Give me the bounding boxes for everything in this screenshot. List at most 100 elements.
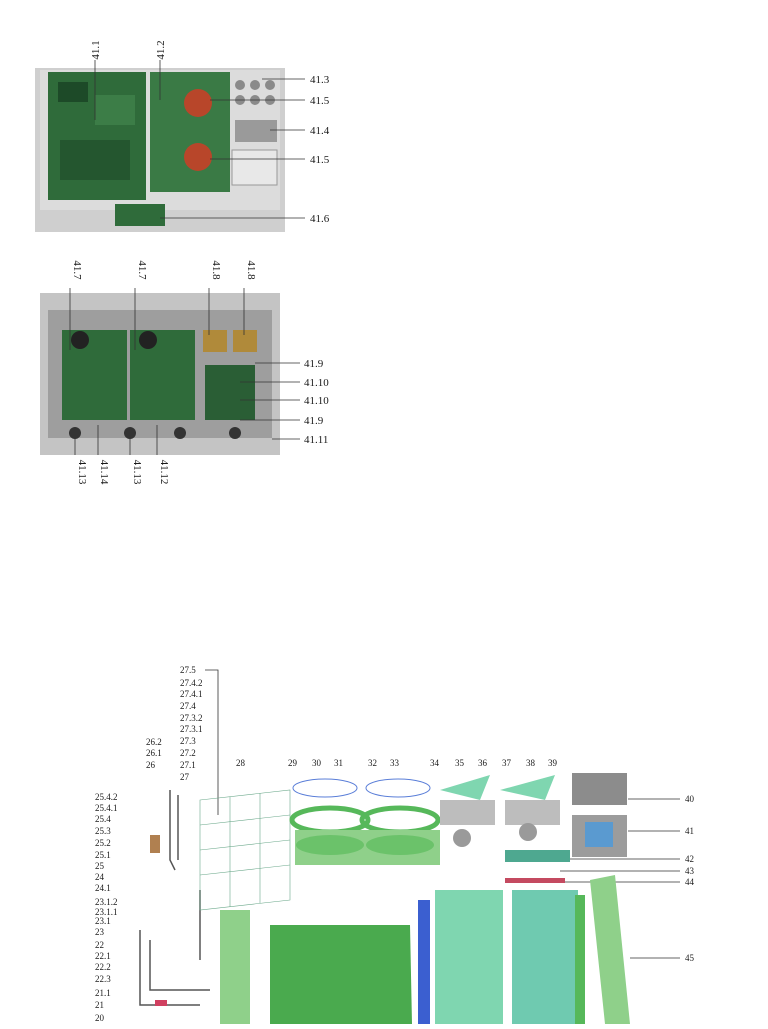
label-22-2: 22.2: [95, 962, 111, 972]
power-pcb: [205, 365, 255, 420]
label-41-5b: 41.5: [310, 154, 330, 166]
label-41-13a: 41.13: [76, 460, 88, 485]
label-31: 31: [334, 758, 343, 768]
pcb-section: [95, 95, 135, 125]
fan-guard: [292, 778, 358, 798]
label-25-2: 25.2: [95, 838, 111, 848]
refrigerant-piping: [139, 790, 210, 1006]
label-27-1: 27.1: [180, 760, 196, 770]
label-27-2: 27.2: [180, 748, 196, 758]
label-41: 41: [685, 826, 694, 836]
fan-blade: [500, 775, 555, 800]
control-box-photo-2: 41.7 41.7 41.8 41.8 41.9 41.10 41.10 41.…: [40, 260, 329, 485]
label-26-2: 26.2: [146, 737, 162, 747]
leader-line: [205, 669, 219, 815]
label-23-1-1: 23.1.1: [95, 907, 118, 917]
terminal-block: [235, 120, 277, 142]
label-41-10a: 41.10: [304, 377, 329, 389]
label-34: 34: [430, 758, 440, 768]
fan-ring: [289, 805, 371, 835]
fan-blade: [440, 775, 490, 800]
fitting: [155, 1000, 167, 1006]
label-36: 36: [478, 758, 488, 768]
label-27-4-2: 27.4.2: [180, 678, 203, 688]
label-41-8b: 41.8: [245, 260, 257, 280]
fan-motor: [453, 829, 471, 847]
label-41-8a: 41.8: [210, 260, 222, 280]
label-27-4-1: 27.4.1: [180, 689, 203, 699]
side-cabinet: [270, 925, 412, 1024]
label-41-6: 41.6: [310, 213, 330, 225]
pcb-section: [60, 140, 130, 180]
label-22-1: 22.1: [95, 951, 111, 961]
label-32: 32: [368, 758, 377, 768]
label-23-1-2: 23.1.2: [95, 897, 118, 907]
label-25-3: 25.3: [95, 826, 111, 836]
fan-motor-bracket: [440, 800, 495, 825]
label-24: 24: [95, 872, 105, 882]
control-box-photo-1: 41.1 41.2 41.3 41.5 41.4 41.5 41.6: [35, 40, 330, 232]
pcb-chip: [58, 82, 88, 102]
label-26-1: 26.1: [146, 748, 162, 758]
label-41-3: 41.3: [310, 74, 330, 86]
label-41-7a: 41.7: [71, 260, 83, 280]
label-27-3-1: 27.3.1: [180, 724, 203, 734]
transformer: [233, 330, 257, 352]
label-41-9a: 41.9: [304, 358, 324, 370]
label-37: 37: [502, 758, 512, 768]
label-25-1: 25.1: [95, 850, 111, 860]
label-27-3-2: 27.3.2: [180, 713, 203, 723]
label-27-3: 27.3: [180, 736, 196, 746]
transformer: [203, 330, 227, 352]
bracket-42: [505, 850, 570, 862]
label-25: 25: [95, 861, 105, 871]
capacitor: [71, 331, 89, 349]
label-35: 35: [455, 758, 465, 768]
fan-guard: [365, 778, 431, 798]
label-24-1: 24.1: [95, 883, 111, 893]
label-25-4-1: 25.4.1: [95, 803, 118, 813]
label-25-4-2: 25.4.2: [95, 792, 118, 802]
label-23-1: 23.1: [95, 916, 111, 926]
heat-exchanger-coil: [199, 789, 291, 911]
label-27-5: 27.5: [180, 665, 196, 675]
label-42: 42: [685, 854, 694, 864]
choke-coil: [184, 89, 212, 117]
label-20: 20: [95, 1013, 105, 1023]
side-panel-45: [590, 875, 630, 1024]
label-41-12: 41.12: [158, 460, 170, 485]
valve-body: [150, 835, 160, 853]
fan-opening: [296, 835, 364, 855]
labels-27-group: 27.5 27.4.2 27.4.1 27.4 27.3.2 27.3.1 27…: [180, 665, 203, 782]
side-panel: [220, 910, 250, 1024]
labels-25-group: 25.4.2 25.4.1 25.4 25.3 25.2 25.1 25 24 …: [95, 792, 118, 893]
label-25-4: 25.4: [95, 814, 111, 824]
label-41-5a: 41.5: [310, 95, 330, 107]
label-21-1: 21.1: [95, 988, 111, 998]
pillar: [575, 895, 585, 1024]
fan-ring: [359, 805, 441, 835]
label-41-7b: 41.7: [136, 260, 148, 280]
label-22: 22: [95, 940, 104, 950]
label-39: 39: [548, 758, 558, 768]
cable-glands: [69, 427, 241, 439]
label-28: 28: [236, 758, 246, 768]
label-29: 29: [288, 758, 298, 768]
plate-cutout: [231, 149, 278, 186]
label-41-9b: 41.9: [304, 415, 324, 427]
choke-coil: [184, 143, 212, 171]
label-41-4: 41.4: [310, 125, 330, 137]
fan-motor: [519, 823, 537, 841]
control-pcb: [585, 822, 613, 847]
label-43: 43: [685, 866, 695, 876]
capacitor: [139, 331, 157, 349]
fan-opening: [366, 835, 434, 855]
display-pcb: [115, 204, 165, 226]
top-cover: [572, 773, 627, 805]
fan-motor-bracket: [505, 800, 560, 825]
label-30: 30: [312, 758, 322, 768]
label-38: 38: [526, 758, 536, 768]
label-41-14: 41.14: [98, 460, 110, 485]
